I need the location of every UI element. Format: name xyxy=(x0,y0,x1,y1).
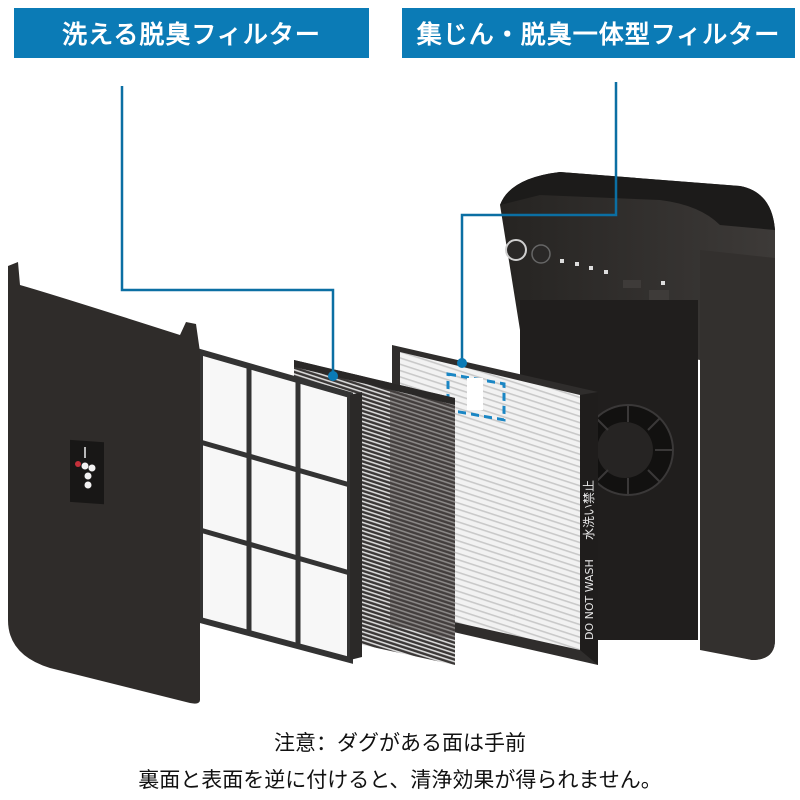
leader-lines xyxy=(120,82,618,376)
caption-warning: 裏面と表面を逆に付けると、清浄効果が得られません。 xyxy=(138,768,662,792)
fan-grille xyxy=(582,404,674,496)
label-text: 洗える脱臭フィルター xyxy=(62,20,321,49)
do-not-wash-print: DO NOT WASH xyxy=(583,559,596,640)
pre-filter-frame xyxy=(197,348,362,664)
caption-note: 注意：ダグがある面は手前 xyxy=(274,731,526,755)
leader-dot-icon xyxy=(457,358,467,368)
power-button-icon xyxy=(505,239,527,261)
pull-tag xyxy=(467,378,483,410)
leader-line-integrated xyxy=(460,82,618,363)
label-text: 集じん・脱臭一体型フィルター xyxy=(416,20,781,49)
plasmacluster-badge xyxy=(70,439,104,505)
no-water-wash-print: 水洗い禁止 xyxy=(582,480,596,540)
label-washable-deodorizing-filter: 洗える脱臭フィルター xyxy=(14,8,369,58)
leader-line-washable xyxy=(120,86,335,376)
front-panel xyxy=(8,262,200,704)
label-integrated-filter: 集じん・脱臭一体型フィルター xyxy=(402,8,795,58)
air-purifier-body xyxy=(500,172,775,660)
leader-dot-icon xyxy=(328,371,338,381)
fan-mode-button-icon xyxy=(531,244,551,264)
